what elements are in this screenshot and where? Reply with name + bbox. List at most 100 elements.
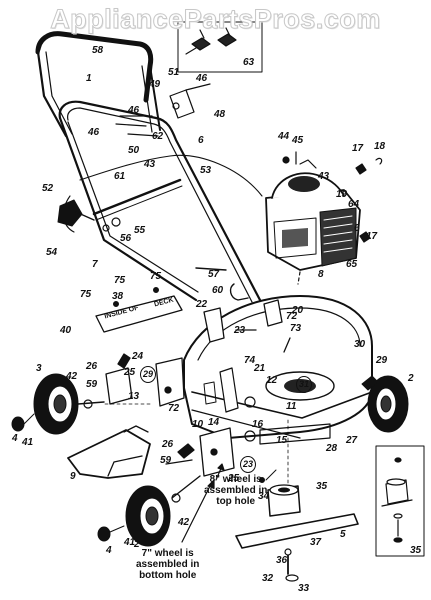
part-label: 15: [276, 435, 288, 446]
part-label: 44: [278, 131, 290, 142]
part-label: 25: [228, 473, 240, 484]
part-63-clips: [185, 27, 237, 55]
part-label: 59: [160, 455, 172, 466]
part-label: 65: [346, 259, 358, 270]
part-label: 31: [296, 376, 313, 393]
note-bottom-hole-line2: assembled in: [136, 559, 200, 570]
part-label: 41: [124, 537, 136, 548]
part-label: 2: [134, 539, 140, 550]
part-label: 73: [290, 323, 302, 334]
handle-upper: [35, 31, 161, 138]
part-label: 18: [374, 141, 386, 152]
inset-box-63: [177, 21, 263, 73]
part-label: 72: [286, 311, 298, 322]
deck-label-plate: [95, 287, 183, 333]
part-label: 52: [42, 183, 54, 194]
part-label: 5: [340, 529, 346, 540]
part-label: 33: [298, 583, 310, 594]
note-top-hole-line3: top hole: [216, 496, 256, 507]
note-bottom-hole-line1: 7" wheel is: [141, 548, 194, 559]
part-label: 22: [196, 299, 208, 310]
part-label: 19: [336, 189, 348, 200]
part-label: 11: [286, 401, 297, 412]
part-label: 32: [262, 573, 274, 584]
part-label: 56: [120, 233, 132, 244]
part-label: 58: [92, 45, 104, 56]
hubcap-line-lower: [109, 525, 125, 533]
watermark: AppliancePartsPros.com: [50, 4, 381, 35]
part-label: 35: [410, 545, 422, 556]
blade-assembly: [235, 469, 359, 582]
part-label: 62: [152, 131, 164, 142]
note-top-hole: 8" wheel is assembled in top hole: [204, 474, 267, 507]
part-label: 75: [80, 289, 92, 300]
part-label: 75: [114, 275, 126, 286]
part-label: 53: [200, 165, 212, 176]
note-arrows: [181, 463, 225, 543]
part-label: 29: [140, 366, 157, 383]
part-label: 43: [144, 159, 156, 170]
part-label: 43: [318, 171, 330, 182]
part-label: 25: [124, 367, 136, 378]
part-label: 7: [92, 259, 98, 270]
part-label: 16: [252, 419, 264, 430]
part-label: 75: [150, 271, 162, 282]
part-label: 41: [22, 437, 34, 448]
part-label: 45: [292, 135, 304, 146]
part-label: 20: [292, 305, 304, 316]
part-label: 29: [376, 355, 388, 366]
part-label: 55: [134, 225, 146, 236]
throttle-parts: [282, 151, 317, 169]
clip-17-18: [355, 157, 383, 243]
part-label: 54: [46, 247, 58, 258]
control-cable: [79, 154, 263, 197]
part-label: 57: [208, 269, 220, 280]
part-label: 46: [128, 105, 140, 116]
part-label: 21: [254, 363, 266, 374]
engine: [265, 172, 361, 285]
part-label: 23: [240, 456, 257, 473]
part-label: 2: [408, 373, 414, 384]
part-label: 37: [310, 537, 322, 548]
part-label: 74: [244, 355, 256, 366]
part-label: 38: [112, 291, 124, 302]
note-bottom-hole: 7" wheel is assembled in bottom hole: [136, 548, 199, 581]
hubcap-upper: [11, 416, 25, 432]
part-label: 14: [208, 417, 220, 428]
part-label: 46: [88, 127, 100, 138]
part-label: 34: [258, 491, 270, 502]
rear-rod: [195, 267, 249, 301]
control-bracket: [115, 83, 211, 137]
part-label: 42: [178, 517, 190, 528]
wheel-rear-left: [33, 373, 105, 435]
part-label: 1: [86, 73, 92, 84]
part-label: 61: [114, 171, 126, 182]
wheel-rear-right: [361, 375, 409, 433]
part-label: 40: [60, 325, 72, 336]
front-height-adjuster: [165, 427, 235, 477]
part-label: 24: [132, 351, 144, 362]
part-label: 35: [316, 481, 328, 492]
note-bottom-hole-line3: bottom hole: [139, 570, 197, 581]
assembly-guide-lines: [103, 403, 289, 487]
part-label: 17: [366, 231, 378, 242]
part-label: 63: [243, 57, 255, 68]
part-label: 23: [234, 325, 246, 336]
part-label: 4: [106, 545, 112, 556]
part-label: 27: [346, 435, 358, 446]
part-label: 3: [36, 363, 42, 374]
deck-brackets: [203, 299, 291, 353]
part-label: 50: [128, 145, 140, 156]
handle-lower: [58, 100, 262, 303]
discharge-chute: [67, 425, 151, 479]
part-label: 42: [66, 371, 78, 382]
handle-knob-left: [57, 199, 95, 227]
part-label: 28: [326, 443, 338, 454]
inset-35-parts: [381, 457, 413, 543]
note-top-hole-line1: 8" wheel is: [209, 474, 262, 485]
part-label: 36: [276, 555, 288, 566]
wheel-front: [125, 475, 201, 547]
inset-box-35: [375, 445, 425, 557]
